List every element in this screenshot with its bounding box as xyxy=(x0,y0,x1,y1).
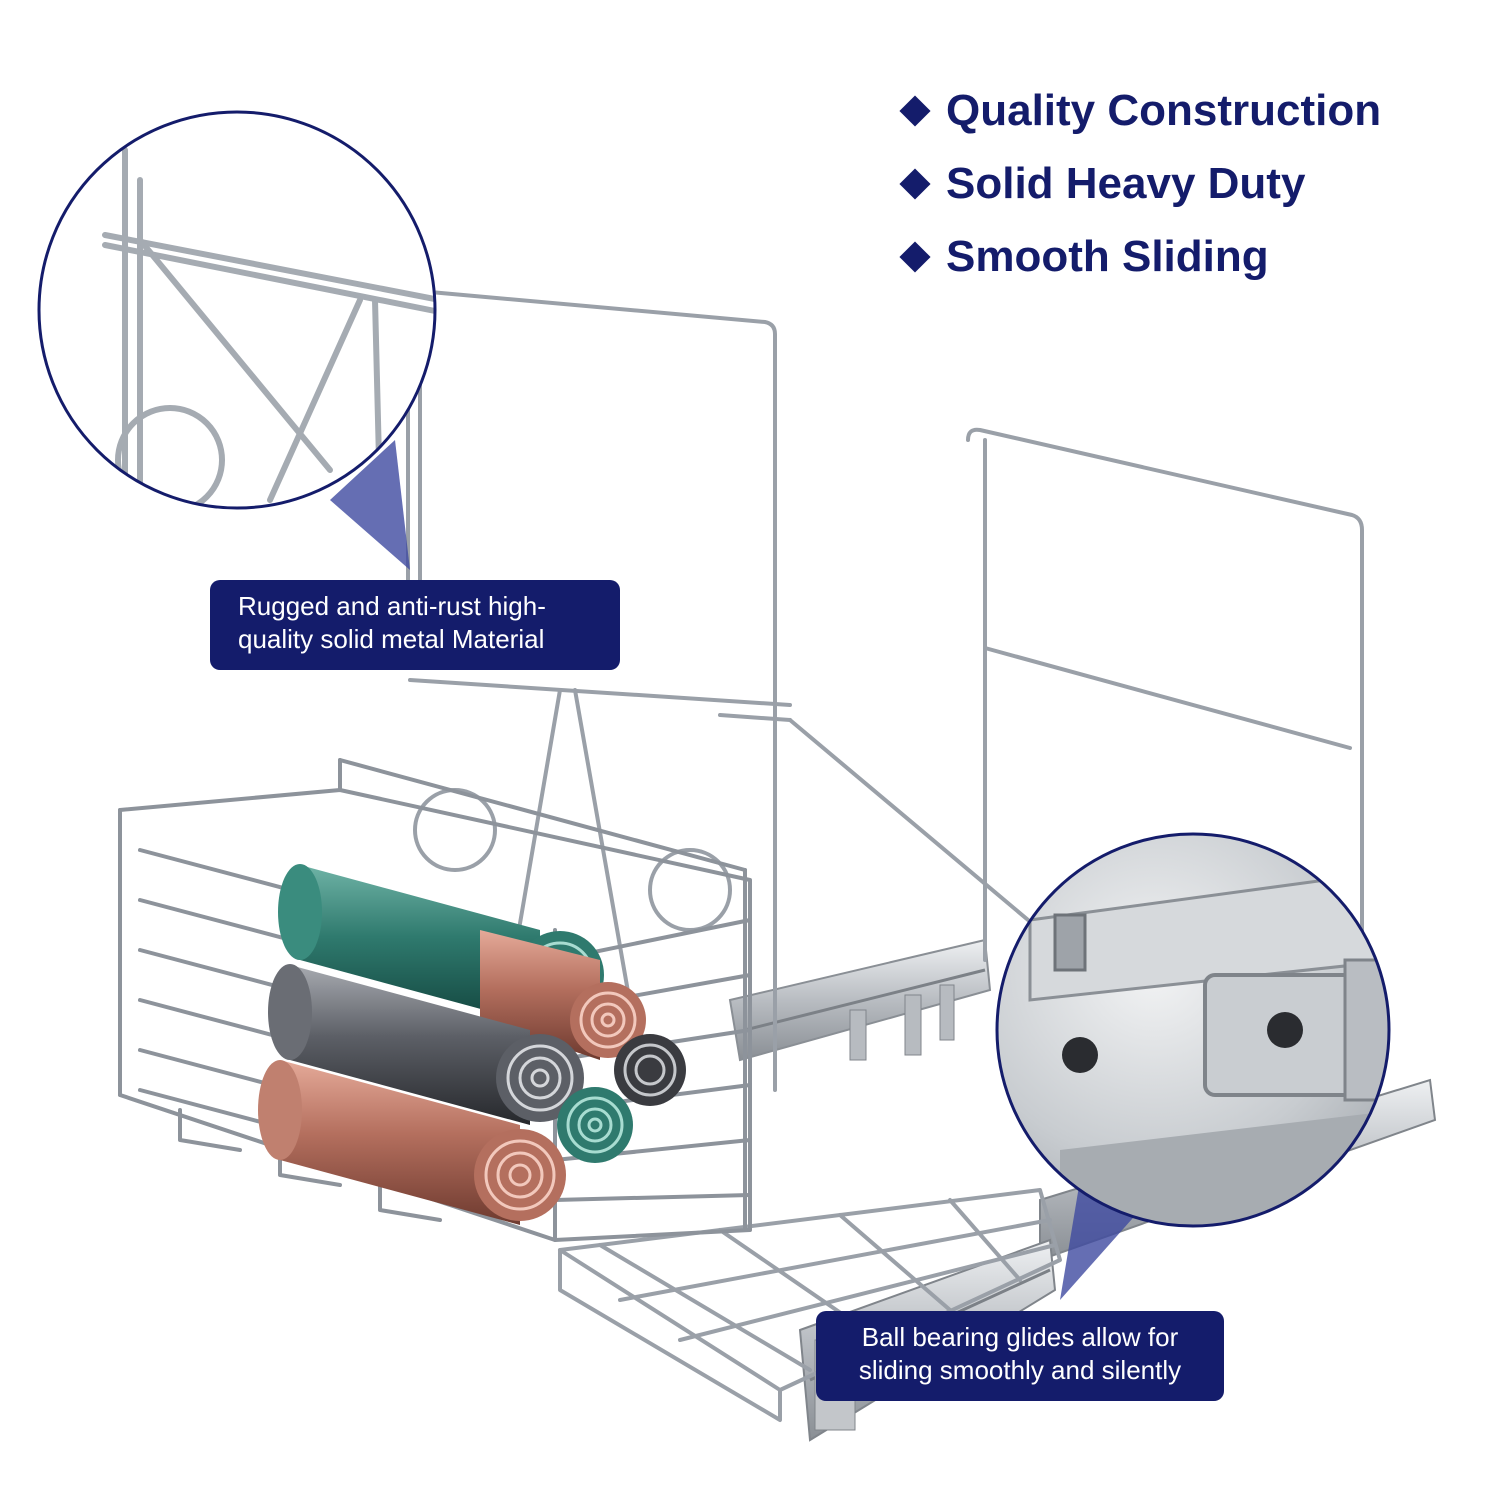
diamond-bullet-icon xyxy=(899,167,931,200)
bag-roll-gray xyxy=(268,964,584,1125)
feature-label: Smooth Sliding xyxy=(946,231,1269,281)
zoom-circle-slide-detail xyxy=(995,832,1391,1228)
bag-roll-copper-bottom xyxy=(258,1060,566,1225)
feature-label: Solid Heavy Duty xyxy=(946,158,1306,208)
diamond-bullet-icon xyxy=(899,240,931,273)
zoom-circle-wire-detail xyxy=(37,110,437,510)
diamond-bullet-icon xyxy=(899,94,931,127)
bag-roll-dark xyxy=(614,1034,686,1106)
callout-material-line-1: Rugged and anti-rust high- xyxy=(238,591,546,621)
callout-material: Rugged and anti-rust high- quality solid… xyxy=(210,580,620,670)
callout-ball-bearing-line-1: Ball bearing glides allow for xyxy=(861,1322,1179,1352)
feature-item-smooth-sliding: Smooth Sliding xyxy=(896,220,1381,293)
feature-list: Quality Construction Solid Heavy Duty Sm… xyxy=(896,74,1381,293)
callout-ball-bearing: Ball bearing glides allow for sliding sm… xyxy=(816,1311,1224,1401)
feature-label: Quality Construction xyxy=(946,85,1382,135)
callout-pointer-top xyxy=(330,440,410,570)
slide-rail-left xyxy=(728,938,992,1062)
feature-item-quality: Quality Construction xyxy=(896,74,1381,147)
callout-ball-bearing-line-2: sliding smoothly and silently xyxy=(858,1355,1182,1385)
bag-roll-green-small xyxy=(557,1087,633,1163)
callout-material-line-2: quality solid metal Material xyxy=(238,624,545,654)
feature-item-heavy-duty: Solid Heavy Duty xyxy=(896,147,1381,220)
